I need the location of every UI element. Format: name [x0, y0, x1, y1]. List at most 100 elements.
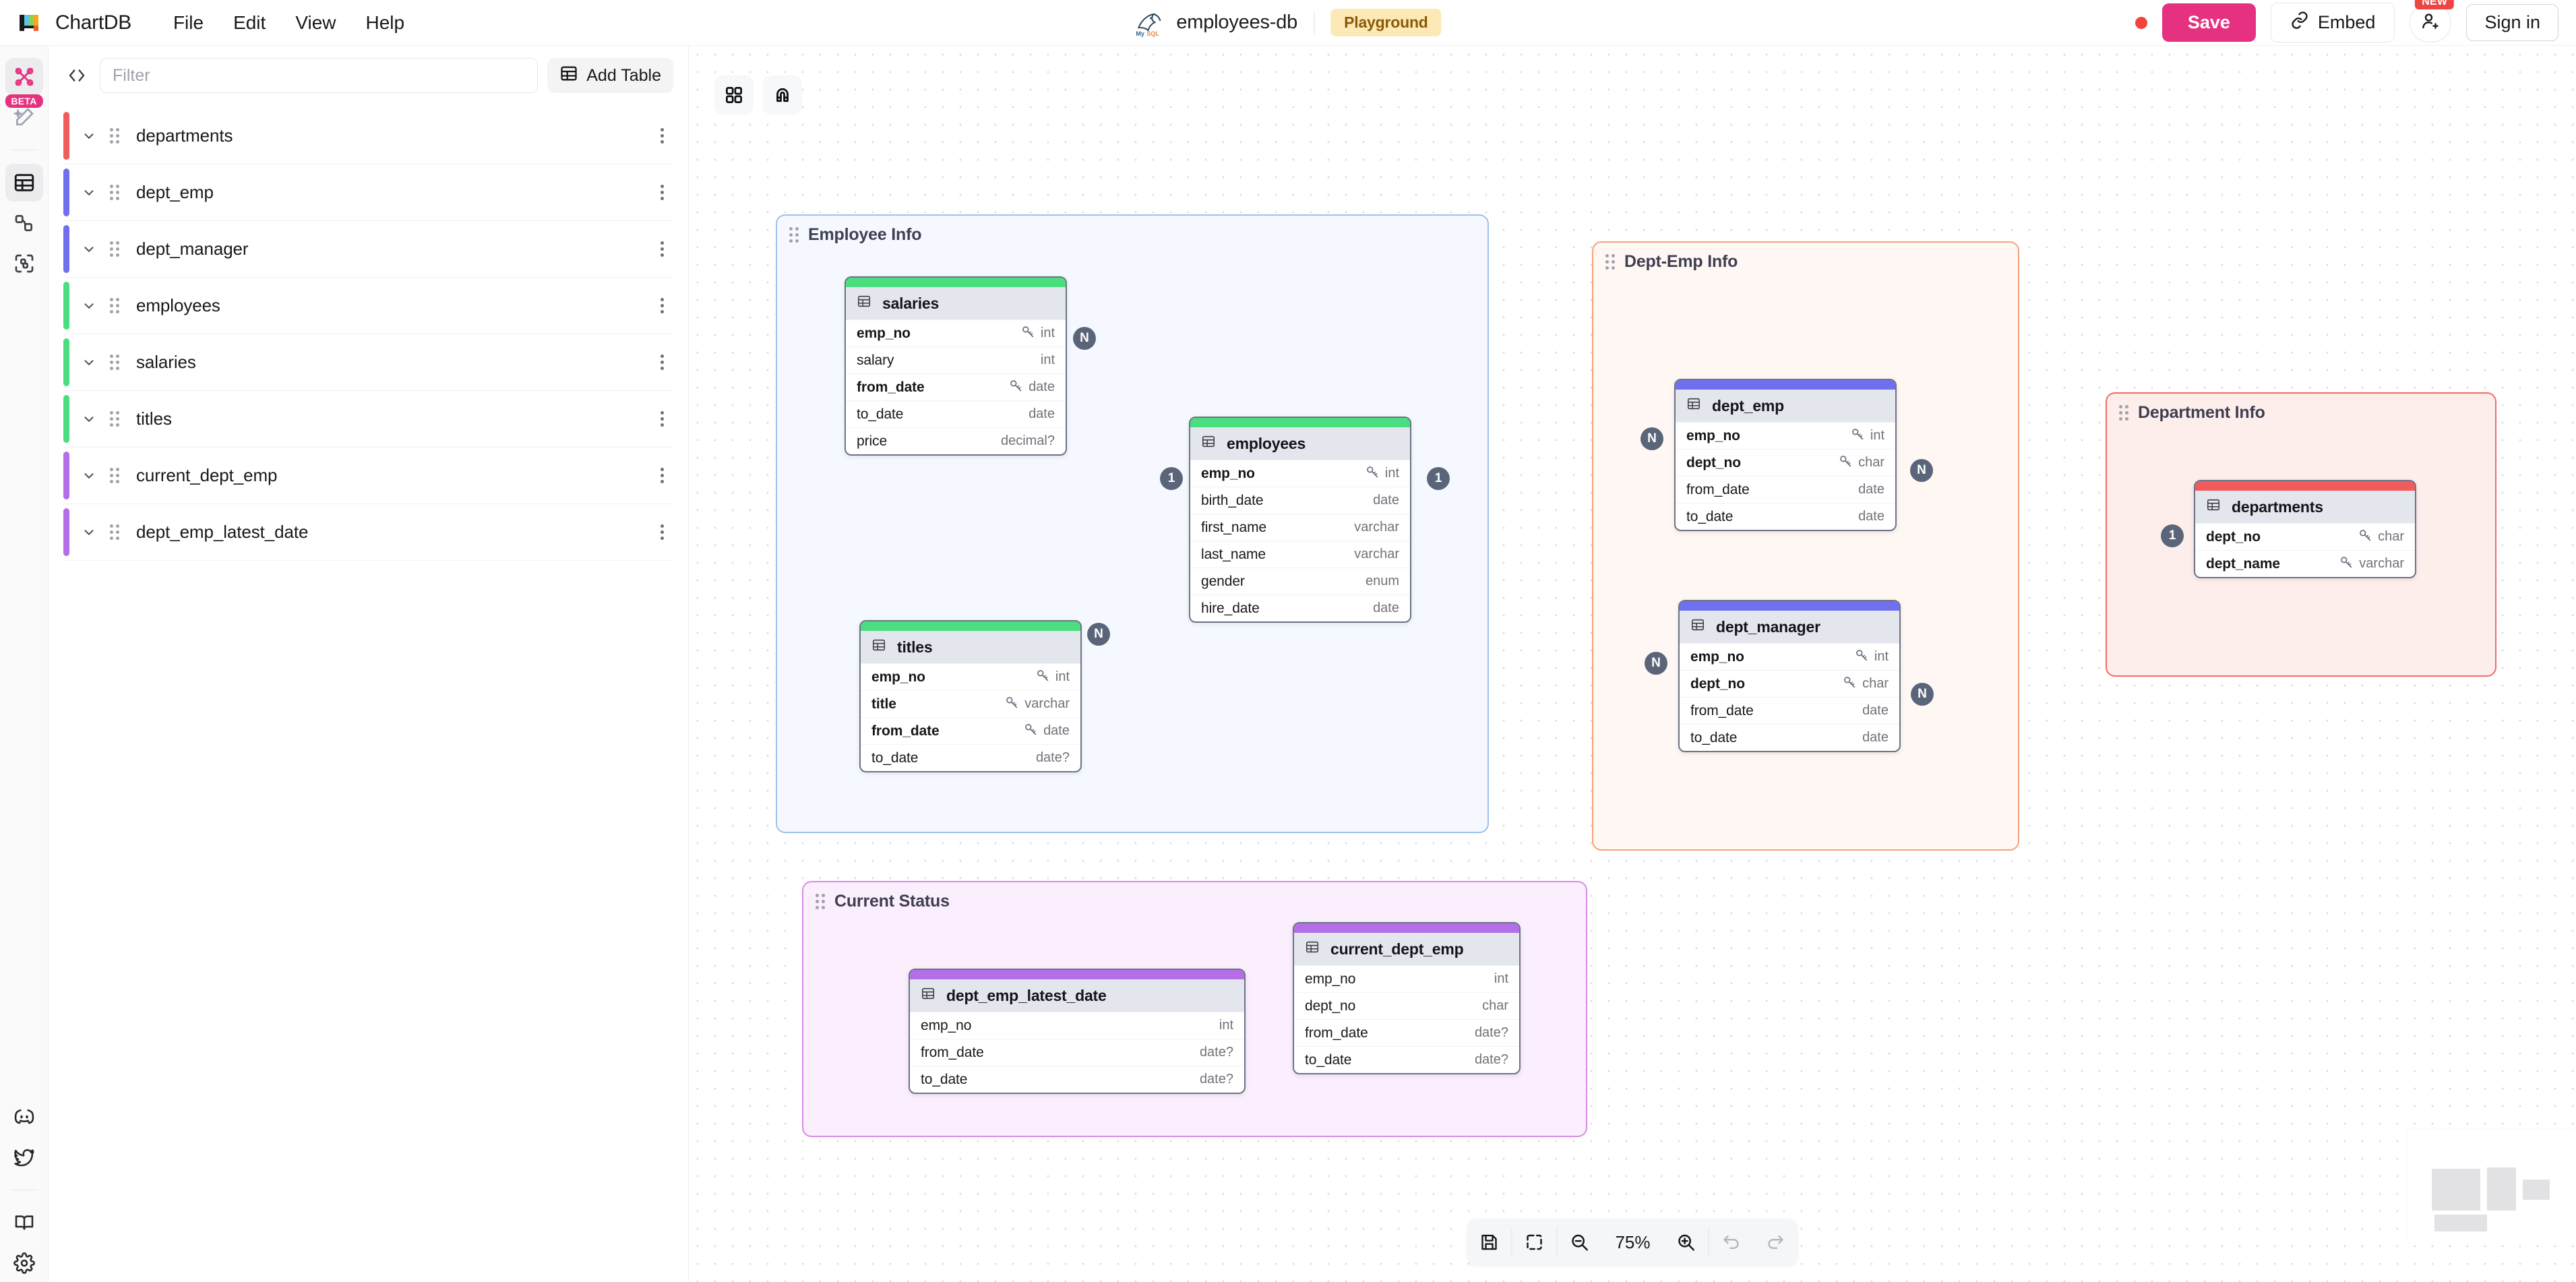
zoom-out-icon[interactable] — [1558, 1219, 1602, 1266]
drag-handle-icon[interactable] — [102, 468, 127, 483]
chevron-down-icon[interactable] — [75, 412, 102, 427]
drag-handle-icon[interactable] — [2119, 405, 2128, 421]
drag-handle-icon[interactable] — [102, 355, 127, 370]
fit-screen-icon[interactable] — [1512, 1219, 1557, 1266]
table-node-header[interactable]: salaries — [846, 287, 1066, 319]
table-options-icon[interactable] — [661, 468, 673, 483]
drag-handle-icon[interactable] — [789, 227, 799, 243]
signin-button[interactable]: Sign in — [2466, 4, 2558, 41]
drag-handle-icon[interactable] — [816, 894, 825, 909]
table-node-header[interactable]: dept_emp — [1676, 390, 1895, 422]
save-diagram-icon[interactable] — [1467, 1219, 1512, 1266]
table-options-icon[interactable] — [661, 185, 673, 200]
drag-handle-icon[interactable] — [102, 411, 127, 427]
table-node-header[interactable]: dept_emp_latest_date — [910, 979, 1244, 1012]
add-user-button[interactable]: NEW — [2410, 0, 2455, 42]
table-options-icon[interactable] — [661, 524, 673, 540]
menu-view[interactable]: View — [295, 11, 336, 33]
chevron-down-icon[interactable] — [75, 242, 102, 257]
rail-tables-icon[interactable] — [5, 164, 43, 202]
drag-handle-icon[interactable] — [102, 241, 127, 257]
rail-discord-icon[interactable] — [5, 1098, 43, 1136]
table-list-item[interactable]: dept_emp_latest_date — [63, 504, 673, 561]
menu-edit[interactable]: Edit — [233, 11, 266, 33]
magnet-snap-icon[interactable] — [763, 75, 802, 115]
redo-icon[interactable] — [1754, 1219, 1798, 1266]
rail-settings-icon[interactable] — [5, 1244, 43, 1282]
chevron-down-icon[interactable] — [75, 129, 102, 144]
layout-grid-icon[interactable] — [714, 75, 754, 115]
table-options-icon[interactable] — [661, 241, 673, 257]
table-list-item[interactable]: departments — [63, 108, 673, 164]
table-node-header[interactable]: employees — [1190, 427, 1410, 460]
drag-handle-icon[interactable] — [102, 185, 127, 200]
chevron-down-icon[interactable] — [75, 355, 102, 370]
embed-button[interactable]: Embed — [2270, 3, 2395, 42]
menu-help[interactable]: Help — [365, 11, 405, 33]
table-list-item[interactable]: dept_emp — [63, 164, 673, 221]
table-options-icon[interactable] — [661, 411, 673, 427]
drag-handle-icon[interactable] — [102, 128, 127, 144]
diagram-area[interactable]: Dept-Emp Info — [1592, 241, 2019, 851]
drag-handle-icon[interactable] — [1605, 254, 1615, 270]
table-node-header[interactable]: current_dept_emp — [1294, 933, 1519, 965]
zoom-in-icon[interactable] — [1664, 1219, 1709, 1266]
filter-input[interactable] — [100, 58, 539, 93]
undo-icon[interactable] — [1709, 1219, 1754, 1266]
table-list-item[interactable]: titles — [63, 391, 673, 448]
drag-handle-icon[interactable] — [102, 524, 127, 540]
rail-dependencies-icon[interactable] — [5, 245, 43, 282]
chevron-down-icon[interactable] — [75, 185, 102, 200]
minimap[interactable] — [2408, 1130, 2576, 1243]
table-list-item[interactable]: employees — [63, 278, 673, 334]
add-table-button[interactable]: Add Table — [547, 58, 673, 93]
save-button[interactable]: Save — [2161, 3, 2256, 42]
table-options-icon[interactable] — [661, 298, 673, 313]
rail-diagram-icon[interactable] — [5, 58, 43, 96]
chevron-down-icon[interactable] — [75, 468, 102, 483]
zoom-level-label[interactable]: 75% — [1615, 1231, 1651, 1252]
table-list-item[interactable]: salaries — [63, 334, 673, 391]
table-node-header[interactable]: dept_manager — [1680, 611, 1899, 643]
code-view-toggle-icon[interactable] — [63, 62, 90, 89]
table-node-header[interactable]: titles — [861, 631, 1080, 663]
